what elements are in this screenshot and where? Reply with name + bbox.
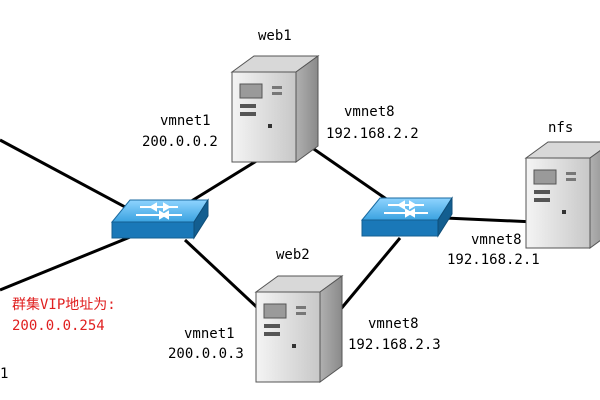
link-switch2-nfs [444, 216, 536, 224]
web1-iface-label: vmnet1 [160, 113, 211, 129]
web2-ip-label: 200.0.0.3 [168, 346, 244, 362]
link-left-bottom-switch1 [0, 233, 136, 292]
web1-ip-label: 200.0.0.2 [142, 134, 218, 150]
web1-iface2-label: vmnet8 [344, 104, 395, 120]
web2-server-icon [254, 275, 344, 383]
web2-name: web2 [276, 247, 310, 263]
web2-ip2-label: 192.168.2.3 [348, 337, 441, 353]
vip-label: 群集VIP地址为: [12, 297, 116, 313]
nfs-iface-label: vmnet8 [471, 232, 522, 248]
web1-ip2-label: 192.168.2.2 [326, 126, 419, 142]
link-left-top-switch1 [0, 138, 141, 217]
nfs-server-icon [524, 141, 600, 249]
link-switch1-web2 [183, 238, 264, 314]
web1-name: web1 [258, 28, 292, 44]
switch-1-icon [110, 198, 209, 240]
nfs-name: nfs [548, 120, 574, 136]
link-switch1-web1 [184, 158, 259, 207]
link-web1-switch2 [307, 143, 396, 207]
nfs-ip-label: 192.168.2.1 [447, 252, 540, 268]
web2-iface2-label: vmnet8 [368, 316, 419, 332]
web2-iface-label: vmnet1 [184, 326, 235, 342]
web1-server-icon [230, 55, 320, 163]
edge-fragment-text: 1 [0, 366, 9, 382]
vip-ip: 200.0.0.254 [12, 318, 105, 334]
switch-2-icon [360, 196, 453, 238]
